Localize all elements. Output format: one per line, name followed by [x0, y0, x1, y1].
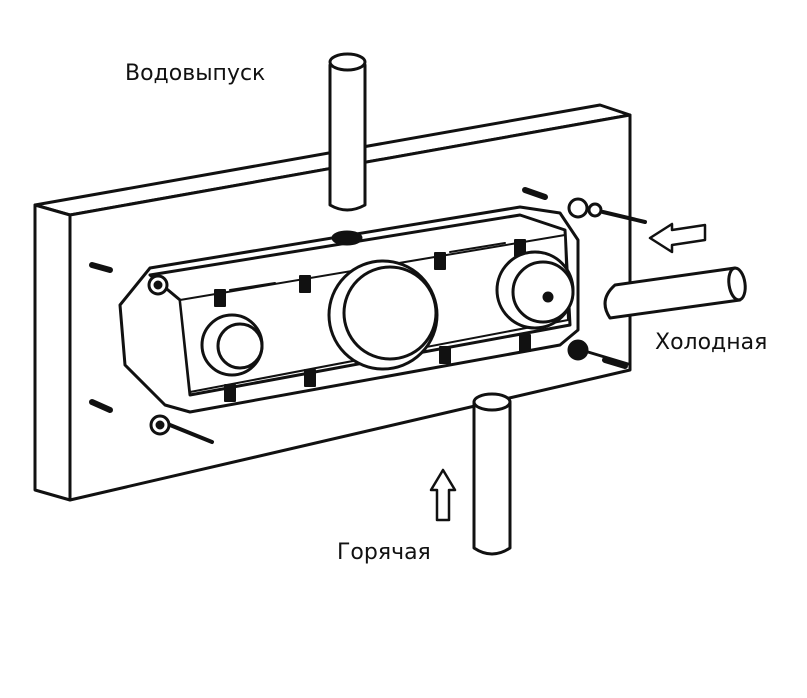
hot-water-label: Горячая	[337, 540, 431, 565]
cold-water-label: Холодная	[655, 330, 768, 355]
outlet-label: Водовыпуск	[125, 61, 266, 86]
left-knob	[200, 313, 264, 377]
arrow-up-icon	[429, 468, 457, 522]
hot-pipe	[472, 392, 512, 556]
mounting-brackets	[147, 197, 647, 444]
wall-anchors	[89, 187, 628, 413]
arrow-left-icon	[648, 222, 707, 254]
outlet-pipe	[328, 52, 367, 212]
center-knob	[327, 259, 439, 371]
cold-pipe	[603, 266, 747, 320]
right-knob	[495, 250, 575, 330]
